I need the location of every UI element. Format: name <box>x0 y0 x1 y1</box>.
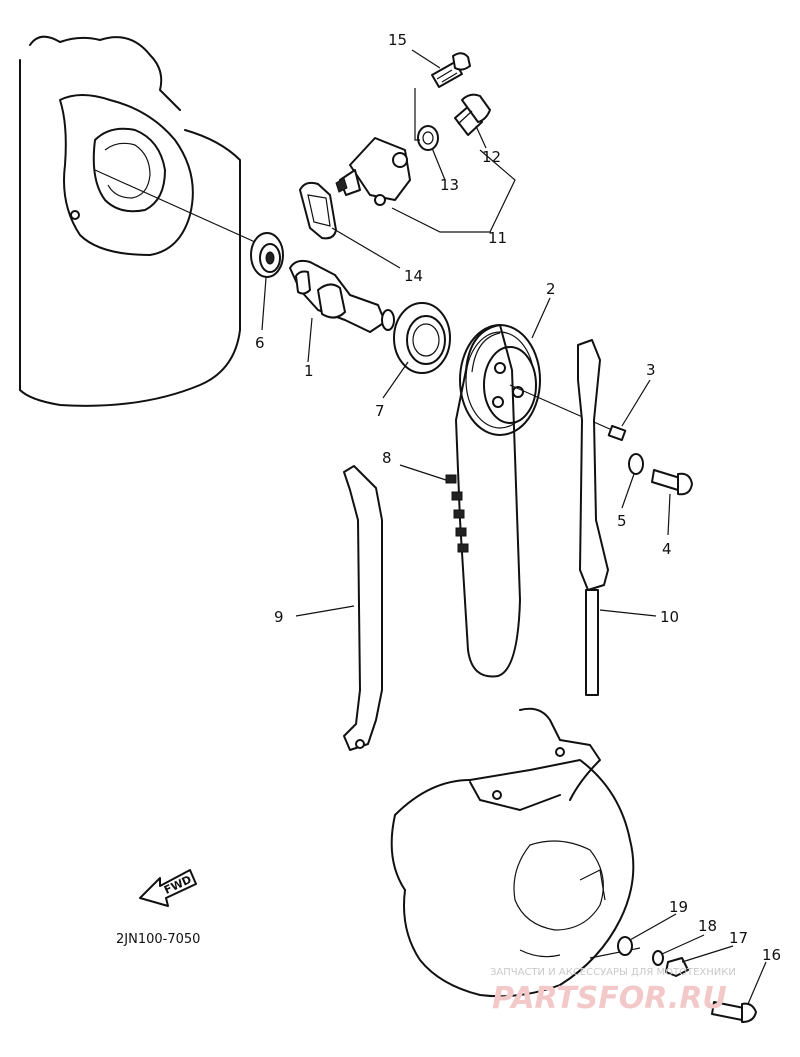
callout-12: 12 <box>482 148 501 166</box>
diagram-code: 2JN100-7050 <box>116 932 200 947</box>
dowel-pin-3 <box>607 424 627 442</box>
callout-19: 19 <box>669 898 688 916</box>
callout-6: 6 <box>255 334 265 352</box>
bearing-7 <box>393 302 451 374</box>
gasket-14 <box>299 181 337 240</box>
nut-17 <box>665 957 689 977</box>
callout-4: 4 <box>662 540 672 558</box>
callout-13: 13 <box>440 176 459 194</box>
o-ring-18 <box>652 950 664 966</box>
cam-sprocket-2 <box>459 324 613 436</box>
cylinder-head <box>19 35 256 407</box>
washer-5 <box>628 453 644 475</box>
callout-7: 7 <box>375 402 385 420</box>
cap-bolt-12 <box>454 93 491 136</box>
bolt-16 <box>711 1001 757 1023</box>
watermark-text: ЗАПЧАСТИ И АКСЕССУАРЫ ДЛЯ МОТОТЕХНИКИ <box>490 967 736 978</box>
camshaft-1 <box>289 259 395 333</box>
bolt-4 <box>651 469 693 496</box>
callout-17: 17 <box>729 929 748 947</box>
cam-chain-8 <box>445 324 521 678</box>
callout-18: 18 <box>698 917 717 935</box>
callout-14: 14 <box>404 267 423 285</box>
tensioner-guide-10 <box>577 339 609 696</box>
leader-lines <box>261 49 767 1005</box>
watermark-logo: PARTSFOR.RU <box>492 981 727 1016</box>
callout-10: 10 <box>660 608 679 626</box>
callout-5: 5 <box>617 512 627 530</box>
tensioner-11 <box>335 137 411 206</box>
bearing-6 <box>250 232 284 278</box>
callout-9: 9 <box>274 608 284 626</box>
crankcase <box>390 707 641 998</box>
callout-8: 8 <box>382 449 392 467</box>
callout-2: 2 <box>546 280 556 298</box>
o-ring-13 <box>417 125 439 151</box>
callout-1: 1 <box>304 362 314 380</box>
callout-3: 3 <box>646 361 656 379</box>
callout-15: 15 <box>388 31 407 49</box>
bolt-15 <box>431 52 471 88</box>
callout-16: 16 <box>762 946 781 964</box>
washer-19 <box>617 936 633 956</box>
chain-guide-9 <box>343 465 383 751</box>
fwd-arrow-icon: FWD <box>139 869 197 907</box>
callout-11: 11 <box>488 229 507 247</box>
